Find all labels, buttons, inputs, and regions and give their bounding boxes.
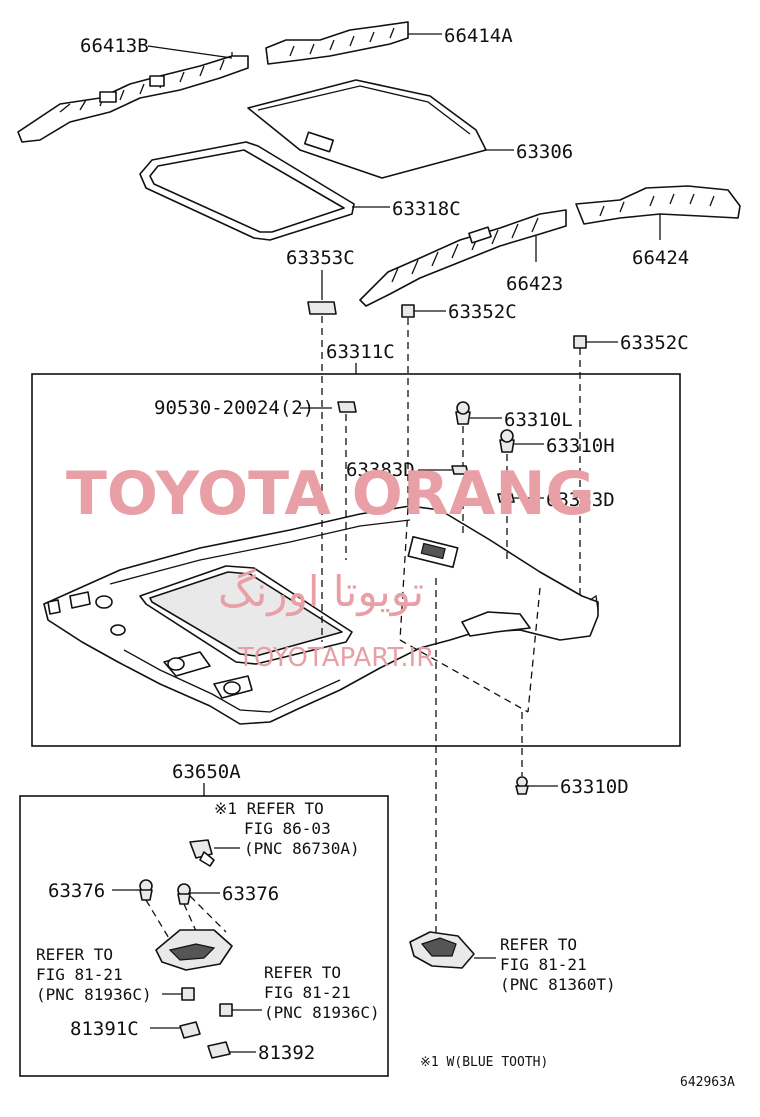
label-63318C: 63318C — [392, 198, 461, 220]
ref-bluetooth-line3: (PNC 86730A) — [244, 839, 360, 858]
dash-63352C-left-lower — [399, 507, 409, 641]
label-63376-left: 63376 — [48, 880, 105, 902]
clip-63352C-left — [401, 304, 415, 318]
lamp-box — [19, 795, 389, 1077]
watermark-brand-persian: تویوتا اورنگ — [218, 567, 424, 616]
dash-63376-left — [145, 899, 171, 941]
label-66423: 66423 — [506, 273, 563, 295]
label-63650A: 63650A — [172, 761, 241, 783]
ref-left-lamp-line3: (PNC 81936C) — [36, 985, 152, 1004]
ref-bluetooth-line1: ※1 REFER TO — [214, 799, 324, 818]
ref-right-lamp-line2: FIG 81-21 — [500, 955, 587, 974]
clip-63352C-right — [573, 335, 587, 349]
label-90530-20024: 90530-20024(2) — [154, 397, 314, 419]
clip-63376-left — [139, 879, 153, 901]
rail-66423 — [359, 209, 567, 307]
dash-lamp-right — [527, 587, 541, 713]
clip-63310H — [499, 429, 515, 453]
dash-63376-right — [183, 903, 201, 941]
headliner-box — [31, 373, 681, 747]
clip-63310D — [515, 776, 529, 795]
ref-right-lamp-line1: REFER TO — [500, 935, 577, 954]
overhead-lamp — [409, 931, 475, 969]
ref-left-lamp-line2: FIG 81-21 — [36, 965, 123, 984]
sunshade-63306 — [247, 79, 487, 179]
watermark-brand: TOYOTA ORANG — [66, 459, 595, 529]
label-63352C-right: 63352C — [620, 332, 689, 354]
rail-66414A — [265, 21, 409, 65]
weatherstrip-63318C — [139, 141, 355, 241]
pad-63383D-left — [451, 465, 469, 475]
dash-lamp-cross — [399, 639, 529, 713]
ref-left-lamp-line1: REFER TO — [36, 945, 113, 964]
label-63310L: 63310L — [504, 409, 573, 431]
label-81392: 81392 — [258, 1042, 315, 1064]
dash-63376-right-b — [189, 895, 227, 933]
ref-right-lamp-line3: (PNC 81360T) — [500, 975, 616, 994]
label-81391C: 81391C — [70, 1018, 139, 1040]
pad-63353C — [307, 301, 337, 315]
rail-66424 — [575, 185, 741, 225]
label-63306: 63306 — [516, 141, 573, 163]
label-66413B: 66413B — [80, 35, 149, 57]
bulb-center — [219, 1003, 233, 1017]
diagram-code: 642963A — [680, 1075, 735, 1090]
label-63383D-left: 63383D — [346, 459, 415, 481]
label-63383D-right: 63383D — [546, 489, 615, 511]
ref-center-lamp-line1: REFER TO — [264, 963, 341, 982]
bulb-left — [181, 987, 195, 1001]
clip-63310L — [455, 401, 471, 425]
label-63352C-left: 63352C — [448, 301, 517, 323]
leader-66413B — [147, 45, 233, 59]
bluetooth-module — [189, 839, 215, 867]
map-lamp-housing — [155, 929, 233, 971]
label-63353C: 63353C — [286, 247, 355, 269]
ref-center-lamp-line3: (PNC 81936C) — [264, 1003, 380, 1022]
watermark-site: TOYOTAPART.IR — [237, 643, 434, 673]
label-66424: 66424 — [632, 247, 689, 269]
label-63376-right: 63376 — [222, 883, 279, 905]
pad-63383D-right — [497, 493, 515, 503]
ref-bluetooth-line2: FIG 86-03 — [244, 819, 331, 838]
headliner-63311C — [43, 505, 599, 725]
lens-81391C — [179, 1021, 201, 1039]
label-63310H: 63310H — [546, 435, 615, 457]
label-66414A: 66414A — [444, 25, 513, 47]
ref-center-lamp-line2: FIG 81-21 — [264, 983, 351, 1002]
lens-81392 — [207, 1041, 231, 1059]
label-63311C: 63311C — [326, 341, 395, 363]
rail-66413B — [17, 55, 249, 143]
footnote: ※1 W(BLUE TOOTH) — [420, 1055, 548, 1070]
label-63310D: 63310D — [560, 776, 629, 798]
clip-63376-right — [177, 883, 191, 905]
pad-90530 — [337, 401, 357, 413]
